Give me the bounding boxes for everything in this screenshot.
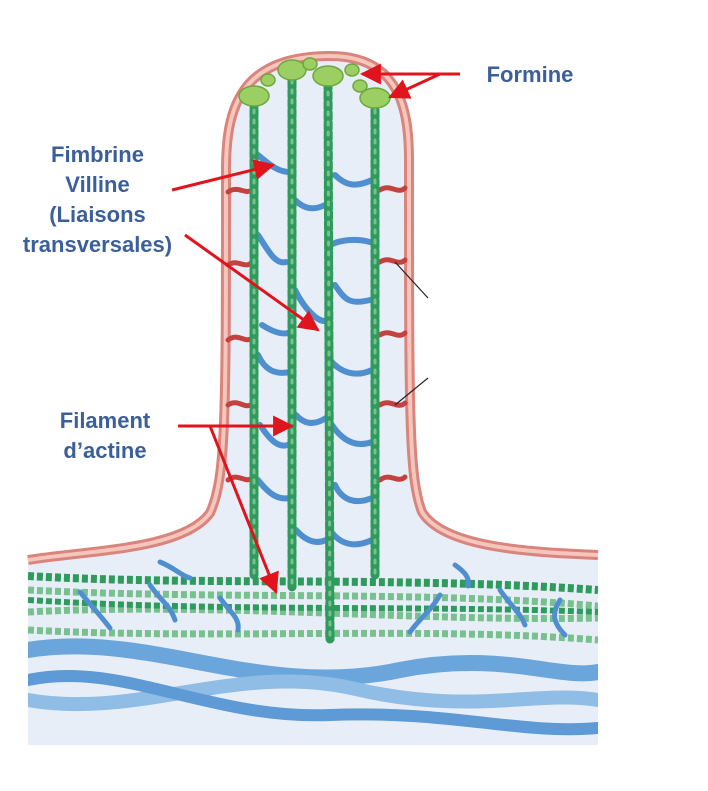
crosslink bbox=[157, 559, 193, 581]
label-transversales-text: transversales) bbox=[22, 232, 173, 257]
crosslink bbox=[407, 592, 443, 635]
cortex-filament bbox=[28, 638, 598, 686]
filament-arrow-2 bbox=[208, 425, 279, 594]
terminal-web-filament bbox=[28, 572, 598, 594]
leader-line bbox=[394, 261, 429, 299]
label-fimbrine-villine: Fimbrine Villine (Liaisons transversales… bbox=[10, 140, 185, 260]
crosslink bbox=[497, 587, 528, 628]
label-fimbrine-text: Fimbrine bbox=[51, 142, 144, 167]
label-filament-text: Filament bbox=[59, 408, 151, 433]
cytoplasm bbox=[28, 60, 598, 745]
formine-arrow-2 bbox=[388, 72, 441, 99]
label-actine-text: d’actine bbox=[63, 438, 147, 463]
crosslink bbox=[147, 582, 178, 623]
formin-caps bbox=[238, 57, 391, 109]
fimbrine-arrow-2 bbox=[184, 233, 320, 332]
terminal-web-filament bbox=[28, 626, 598, 644]
cortex-filament bbox=[28, 674, 598, 712]
label-formine-text: Formine bbox=[486, 62, 574, 87]
crosslink bbox=[77, 589, 113, 631]
label-formine: Formine bbox=[470, 60, 590, 90]
crosslink bbox=[452, 562, 471, 589]
label-villine-text: Villine bbox=[65, 172, 130, 197]
crosslink bbox=[552, 597, 568, 638]
leader-line bbox=[394, 377, 429, 406]
terminal-web-filament bbox=[28, 605, 598, 623]
crosslink bbox=[217, 595, 241, 633]
membrane-linkers bbox=[225, 185, 408, 483]
terminal-web-filament bbox=[28, 586, 598, 610]
terminal-web-filament bbox=[28, 597, 598, 615]
label-liaisons-text: (Liaisons bbox=[49, 202, 146, 227]
label-arrows bbox=[171, 63, 460, 594]
plasma-membrane-inner bbox=[27, 53, 599, 562]
cortex-filament bbox=[28, 669, 598, 736]
fimbrine-arrow-1 bbox=[171, 159, 276, 192]
label-filament-actine: Filament d’actine bbox=[40, 406, 170, 466]
